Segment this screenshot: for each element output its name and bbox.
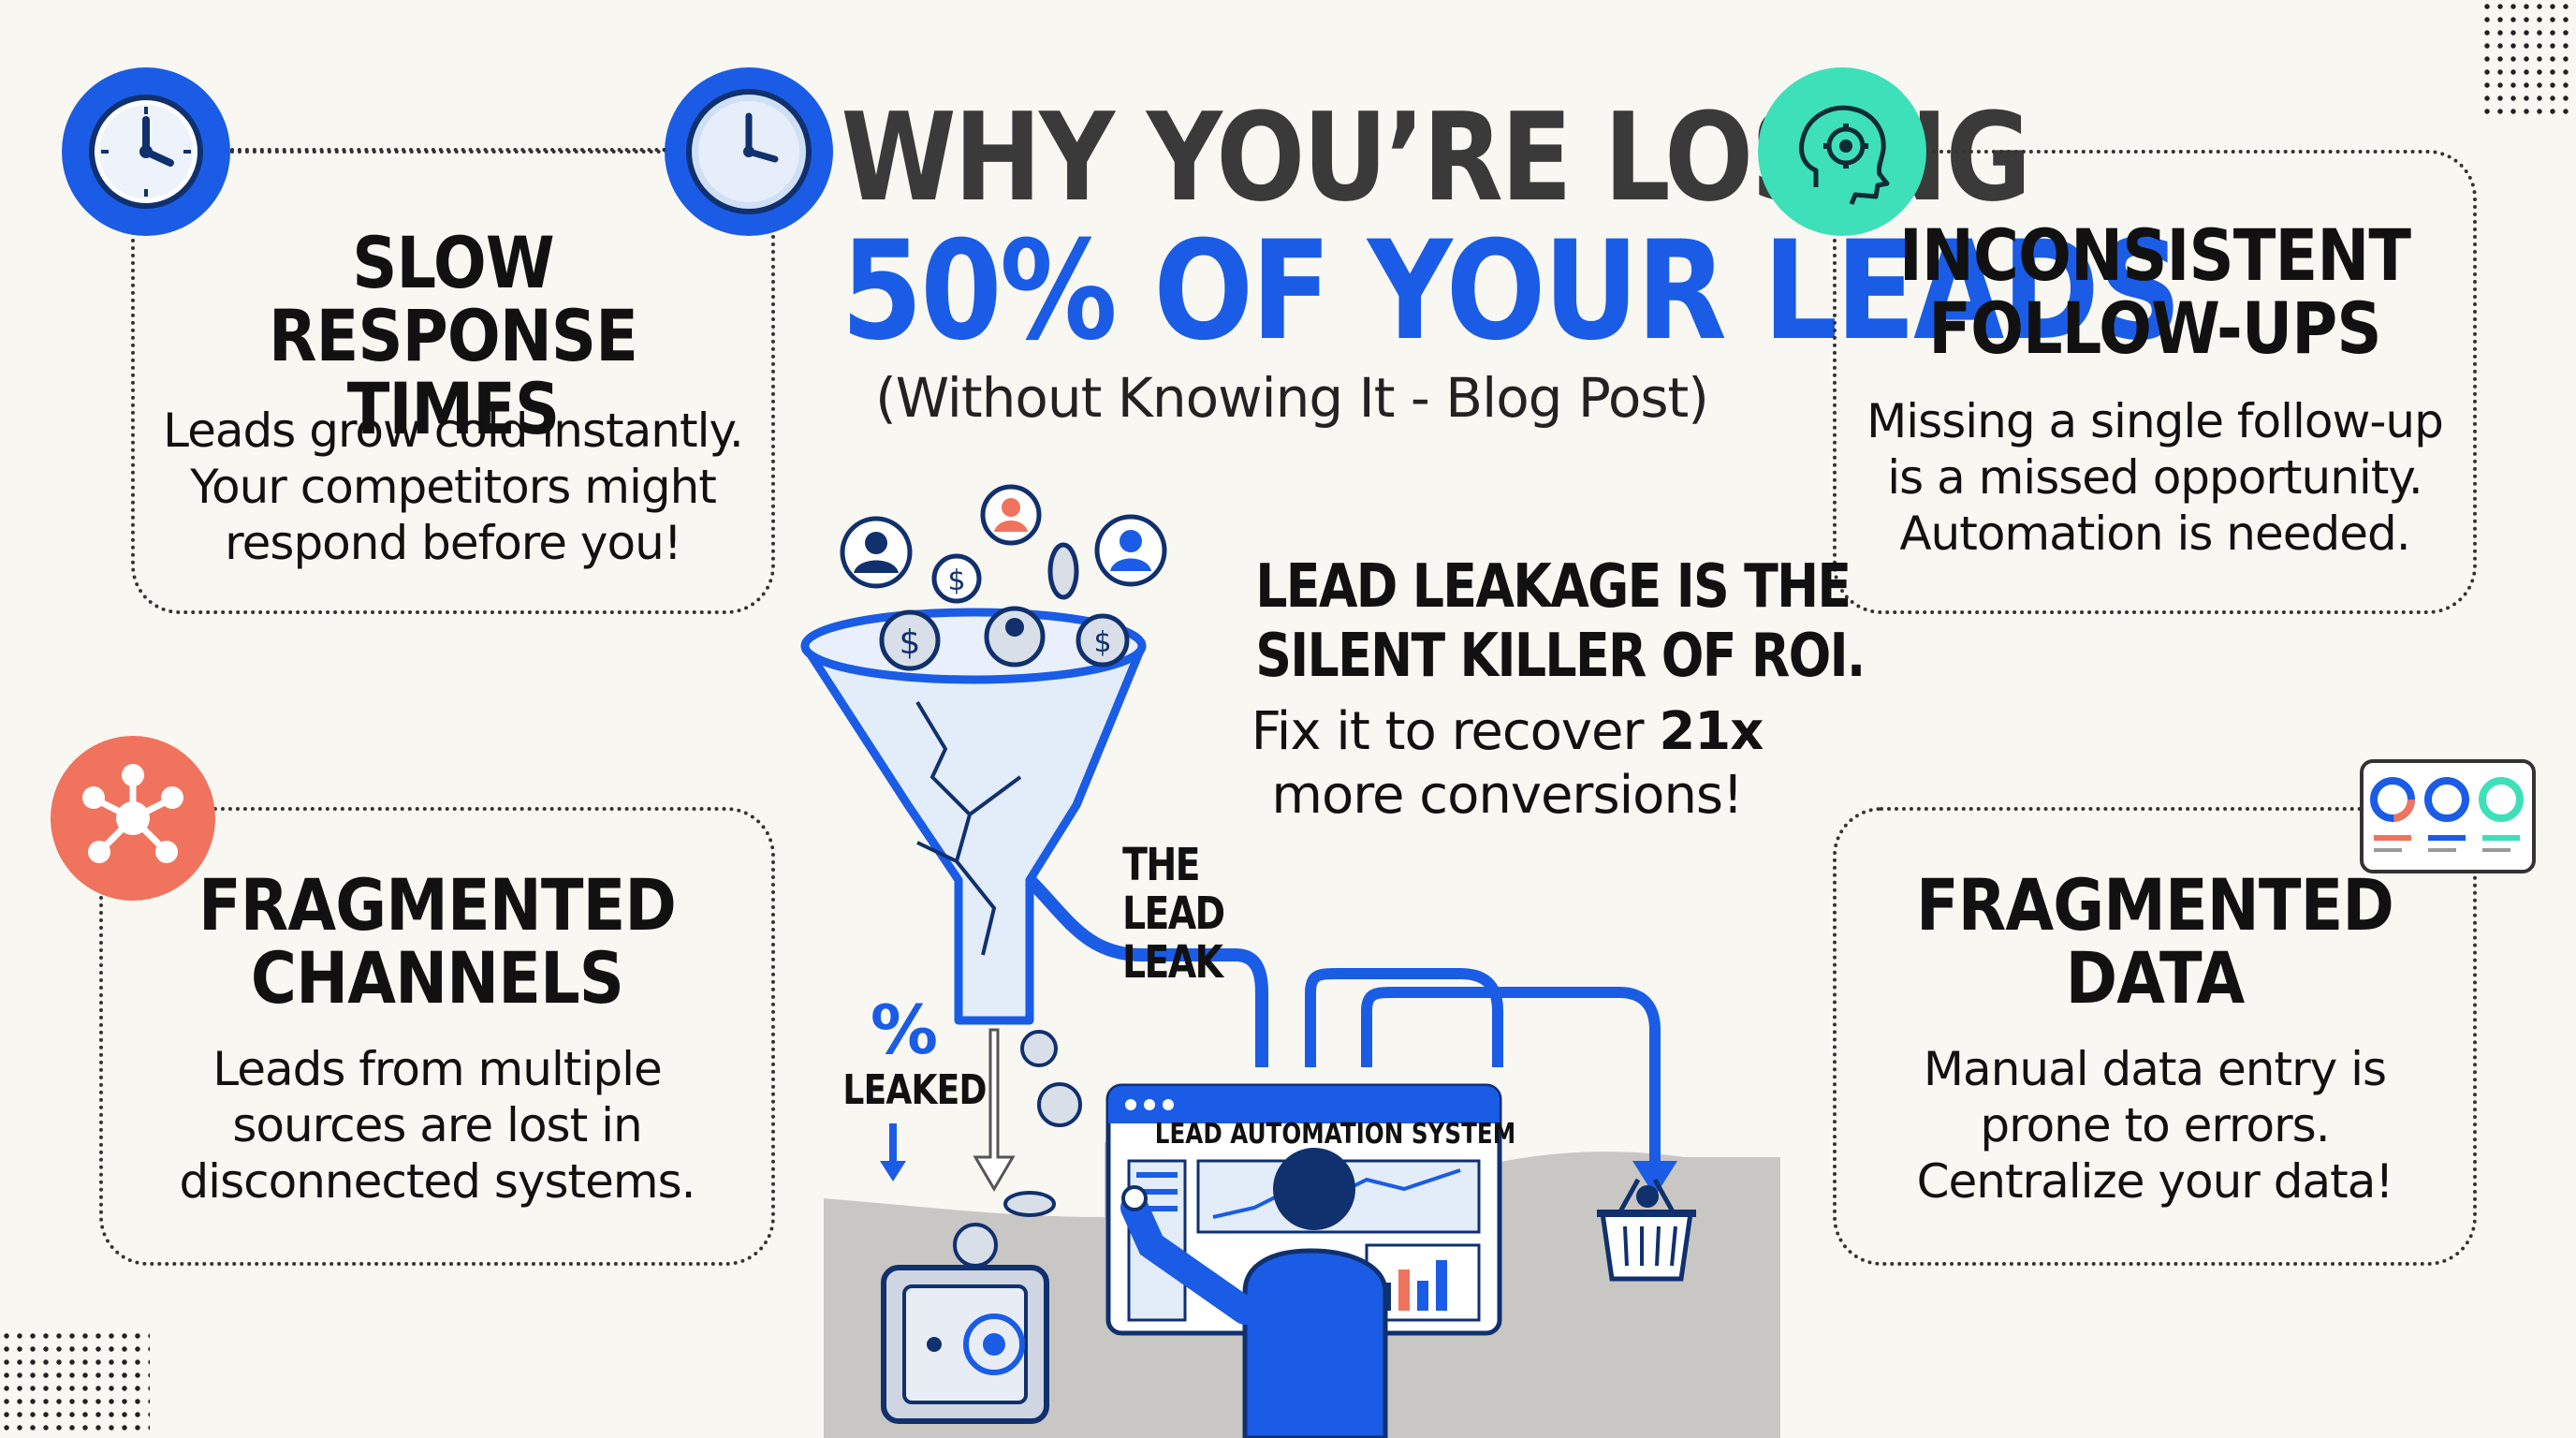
card-title: INCONSISTENT FOLLOW-UPS	[1875, 219, 2435, 365]
card-title-line: CHANNELS	[250, 936, 624, 1020]
card-body-line: Leads grow cold instantly.	[163, 404, 744, 458]
arrow-icon	[1632, 1161, 1677, 1196]
card-body: Leads from multiple sources are lost in …	[103, 1041, 771, 1210]
card-body-line: disconnected systems.	[179, 1154, 695, 1209]
callout-headline: LEAD LEAKAGE IS THE SILENT KILLER OF ROI…	[1255, 552, 1866, 691]
page-title-line2: 50% OF YOUR LEADS	[841, 212, 2181, 371]
card-body-line: is a missed opportunity.	[1887, 450, 2423, 505]
card-body: Missing a single follow-up is a missed o…	[1837, 393, 2473, 562]
system-label: LEAD AUTOMATION SYSTEM	[1154, 1118, 1516, 1151]
pipe-line	[1025, 875, 1268, 1067]
funnel-coins: $ $	[879, 606, 1130, 671]
dot-pattern-bottom-left	[0, 1329, 150, 1438]
card-fragmented-channels: FRAGMENTED CHANNELS Leads from multiple …	[99, 807, 775, 1266]
network-icon	[51, 736, 215, 901]
dashboard-icon	[2359, 758, 2537, 874]
leaked-label: LEAKED	[842, 1066, 987, 1114]
card-fragmented-data: FRAGMENTED DATA Manual data entry is pro…	[1833, 807, 2477, 1266]
connector-line	[230, 148, 666, 152]
card-body-line: Automation is needed.	[1899, 506, 2410, 561]
card-title: FRAGMENTED DATA	[1875, 869, 2435, 1015]
dollar-symbol: $	[900, 624, 921, 662]
card-body-line: Missing a single follow-up	[1866, 394, 2444, 448]
card-slow-response: SLOW RESPONSE TIMES Leads grow cold inst…	[131, 150, 775, 614]
callout-text: Fix it to recover 21x more conversions!	[1208, 700, 1807, 828]
card-body-line: prone to errors.	[1980, 1098, 2330, 1152]
callout-line1: Fix it to recover	[1251, 701, 1660, 762]
leak-arrow-icon	[973, 1028, 1016, 1192]
leak-label-line: LEAK	[1122, 936, 1223, 989]
leak-label-line: LEAD	[1122, 888, 1225, 940]
clock-icon	[62, 67, 230, 236]
page-title-line1: WHY YOU’RE LOSING	[841, 86, 2031, 228]
card-body-line: Manual data entry is	[1923, 1042, 2387, 1096]
callout-line2: more conversions!	[1271, 765, 1743, 826]
card-title-line: SLOW RESPONSE	[268, 221, 638, 377]
dollar-symbol: $	[947, 565, 965, 597]
dot-pattern-top-right	[2481, 0, 2576, 122]
card-body-line: respond before you!	[225, 516, 682, 570]
leak-label-line: THE	[1122, 839, 1200, 891]
card-title-line: INCONSISTENT	[1898, 213, 2411, 297]
card-inconsistent-followups: INCONSISTENT FOLLOW-UPS Missing a single…	[1833, 150, 2477, 614]
card-title: FRAGMENTED CHANNELS	[143, 869, 731, 1015]
callout-headline-line: LEAD LEAKAGE IS THE	[1255, 552, 1852, 622]
card-body: Leads grow cold instantly. Your competit…	[135, 403, 771, 571]
dollar-symbol: $	[1093, 626, 1111, 659]
basket-icon	[1597, 1178, 1696, 1282]
card-title-line: FRAGMENTED	[198, 863, 677, 946]
card-body: Manual data entry is prone to errors. Ce…	[1837, 1041, 2473, 1210]
lead-leak-label: THE LEAD LEAK	[1122, 839, 1225, 989]
card-title-line: DATA	[2065, 936, 2246, 1020]
card-body-line: sources are lost in	[232, 1098, 642, 1152]
clock-icon-secondary	[665, 67, 833, 236]
pipe-line	[1361, 987, 1661, 1161]
percent-symbol: %	[870, 990, 939, 1069]
head-gear-icon	[1758, 67, 1926, 236]
leak-arrow-icon	[880, 1123, 906, 1181]
card-body-line: Leads from multiple	[212, 1042, 663, 1096]
card-title: SLOW RESPONSE TIMES	[173, 227, 733, 446]
card-body-line: Your competitors might	[190, 460, 717, 514]
funnel-icon	[800, 641, 1147, 1025]
card-title-line: FOLLOW-UPS	[1928, 286, 2381, 370]
safe-icon	[881, 1223, 1049, 1424]
person-icon	[1120, 1148, 1388, 1438]
card-body-line: Centralize your data!	[1916, 1154, 2394, 1209]
card-title-line: FRAGMENTED	[1915, 863, 2394, 946]
floating-leads: $	[840, 484, 1167, 604]
lead-leak-illustration: $ $ $	[800, 484, 1780, 1438]
callout-emphasis: 21x	[1659, 701, 1764, 762]
page-subtitle: (Without Knowing It - Blog Post)	[875, 366, 1709, 430]
card-title-line: TIMES	[346, 367, 560, 450]
funnel-crack	[915, 700, 1022, 956]
